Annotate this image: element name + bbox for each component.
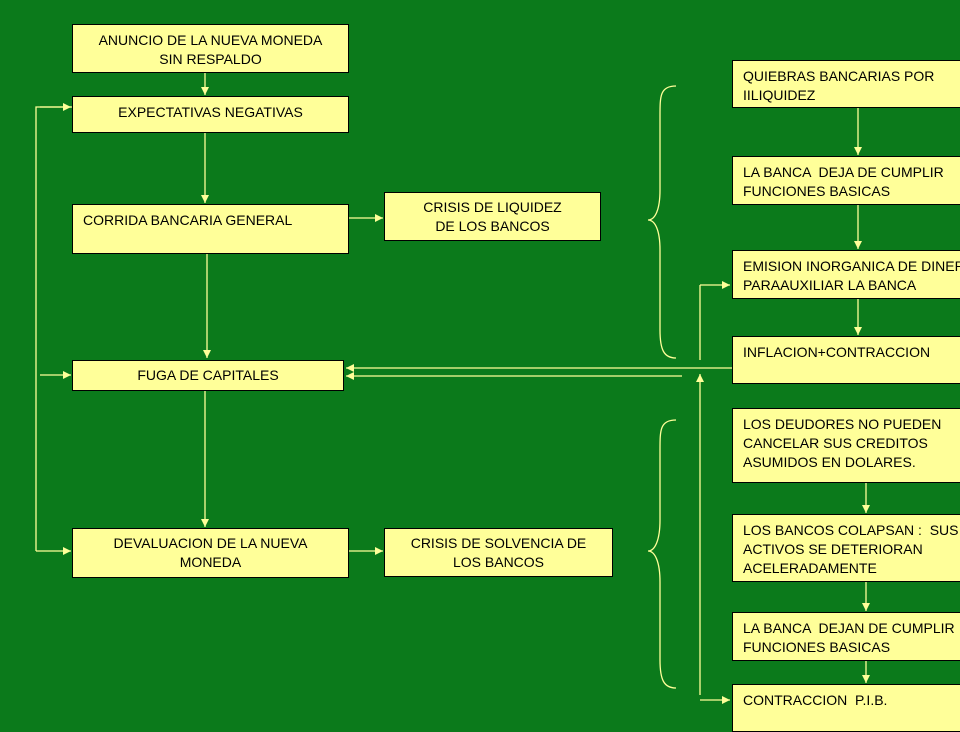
box-bancos-colapsan: LOS BANCOS COLAPSAN : SUS ACTIVOS SE DET… xyxy=(732,514,960,582)
box-devaluacion-nueva-moneda: DEVALUACION DE LA NUEVA MONEDA xyxy=(72,528,349,578)
box-corrida-bancaria-general: CORRIDA BANCARIA GENERAL xyxy=(72,204,349,254)
box-quiebras-bancarias: QUIEBRAS BANCARIAS POR IILIQUIDEZ xyxy=(732,60,960,108)
box-banca-dejan-funciones: LA BANCA DEJAN DE CUMPLIR FUNCIONES BASI… xyxy=(732,612,960,661)
box-expectativas-negativas: EXPECTATIVAS NEGATIVAS xyxy=(72,96,349,133)
box-fuga-capitales: FUGA DE CAPITALES xyxy=(72,360,344,391)
curly-brace-upper xyxy=(647,85,677,359)
box-crisis-liquidez: CRISIS DE LIQUIDEZ DE LOS BANCOS xyxy=(384,192,601,241)
box-anuncio-nueva-moneda: ANUNCIO DE LA NUEVA MONEDA SIN RESPALDO xyxy=(72,24,349,73)
box-inflacion-contraccion: INFLACION+CONTRACCION xyxy=(732,336,960,384)
box-crisis-solvencia: CRISIS DE SOLVENCIA DE LOS BANCOS xyxy=(384,528,613,577)
box-deudores-no-pueden: LOS DEUDORES NO PUEDEN CANCELAR SUS CRED… xyxy=(732,408,960,483)
box-emision-inorganica: EMISION INORGANICA DE DINERO PARAAUXILIA… xyxy=(732,250,960,299)
curly-brace-lower xyxy=(647,419,677,689)
box-contraccion-pib: CONTRACCION P.I.B. xyxy=(732,684,960,732)
box-banca-deja-funciones: LA BANCA DEJA DE CUMPLIR FUNCIONES BASIC… xyxy=(732,156,960,205)
feedback-loop-left xyxy=(35,106,72,551)
